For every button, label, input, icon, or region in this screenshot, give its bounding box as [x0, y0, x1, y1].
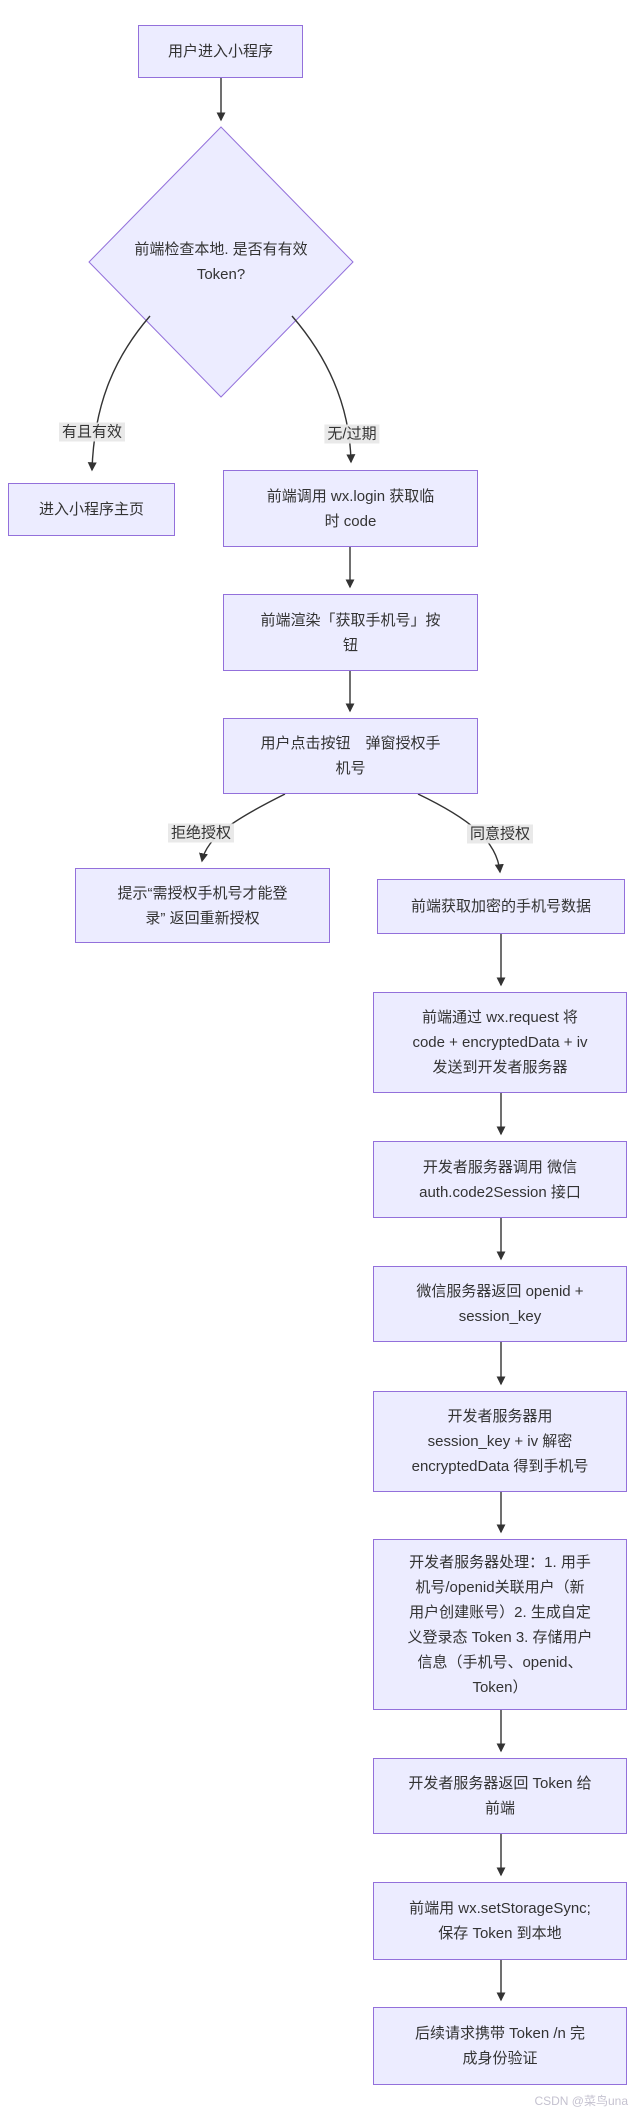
node-render-phone-button: 前端渲染「获取手机号」按 钮	[223, 594, 478, 671]
edge-label-invalid: 无/过期	[324, 424, 380, 444]
node-decrypt-phone: 开发者服务器用 session_key + iv 解密 encryptedDat…	[373, 1391, 627, 1492]
edge-label-agree: 同意授权	[466, 824, 534, 844]
node-get-encrypted-phone: 前端获取加密的手机号数据	[377, 879, 625, 934]
watermark-text: CSDN @菜鸟una	[534, 2094, 628, 2108]
edge-label-valid: 有且有效	[58, 422, 126, 442]
edge-check-to-wxlogin	[291, 315, 356, 464]
node-deny-tip: 提示“需授权手机号才能登 录” 返回重新授权	[75, 868, 330, 943]
node-return-openid: 微信服务器返回 openid + session_key	[373, 1266, 627, 1342]
node-click-authorize-popup: 用户点击按钮 弹窗授权手 机号	[223, 718, 478, 794]
node-code2session: 开发者服务器调用 微信 auth.code2Session 接口	[373, 1141, 627, 1218]
node-wx-request-send: 前端通过 wx.request 将 code + encryptedData +…	[373, 992, 627, 1093]
node-wx-login: 前端调用 wx.login 获取临 时 code	[223, 470, 478, 547]
node-check-token-label: 前端检查本地. 是否有有效 Token?	[134, 241, 308, 283]
decision-diamond-shape	[88, 126, 354, 398]
edge-label-deny: 拒绝授权	[167, 823, 235, 843]
node-save-token: 前端用 wx.setStorageSync; 保存 Token 到本地	[373, 1882, 627, 1960]
node-user-enter: 用户进入小程序	[138, 25, 303, 78]
node-enter-home: 进入小程序主页	[8, 483, 175, 536]
node-server-process: 开发者服务器处理：1. 用手 机号/openid关联用户（新 用户创建账号）2.…	[373, 1539, 627, 1710]
node-verify-identity: 后续请求携带 Token /n 完 成身份验证	[373, 2007, 627, 2085]
node-return-token: 开发者服务器返回 Token 给 前端	[373, 1758, 627, 1834]
edge-check-to-home	[87, 315, 151, 472]
